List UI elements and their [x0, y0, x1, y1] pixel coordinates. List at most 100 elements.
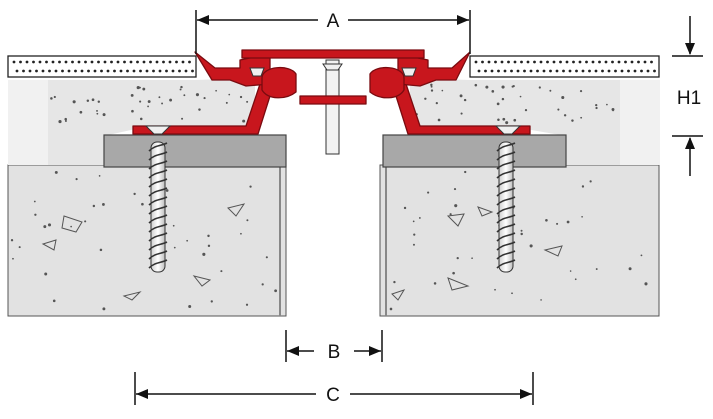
expansion-joint-profile [132, 49, 531, 135]
finish-perforation [594, 69, 598, 73]
concrete-speckle [173, 246, 176, 249]
screw-thread [496, 223, 516, 233]
concrete-speckle [161, 102, 164, 105]
concrete-speckle [47, 223, 52, 227]
concrete-speckle [471, 257, 473, 260]
finish-perforation [61, 69, 64, 73]
finish-perforation [510, 69, 513, 73]
finish-perforation [132, 69, 136, 73]
center-pin [325, 59, 340, 155]
concrete-speckle [249, 185, 252, 188]
concrete-speckle [494, 288, 496, 291]
finish-perforation [572, 60, 575, 64]
finish-perforation [539, 60, 543, 64]
concrete-speckle [97, 100, 101, 103]
concrete-speckle [424, 97, 427, 100]
concrete-speckle [566, 220, 570, 224]
concrete-speckle [240, 232, 242, 235]
finish-perforation [604, 60, 608, 64]
concrete-speckle [147, 105, 149, 108]
finish-perforation [155, 60, 159, 64]
finish-perforation [12, 60, 16, 64]
concrete-speckle [142, 87, 146, 91]
finish-perforation [646, 69, 650, 73]
dimension-label-a: A [327, 11, 340, 32]
finish-perforation [542, 69, 546, 73]
concrete-speckle [519, 95, 522, 98]
finish-perforation [93, 69, 97, 73]
finish-perforation [477, 69, 481, 73]
finish-perforation [77, 60, 81, 64]
dimension-label-h1: H1 [677, 88, 701, 109]
profile-screw-heads [144, 63, 522, 135]
finish-perforation [575, 69, 578, 73]
finish-perforation [28, 69, 32, 73]
concrete-speckle [242, 119, 246, 123]
finish-perforation [614, 69, 617, 73]
right-anchor-screw [496, 141, 516, 273]
screw-thread [148, 178, 168, 188]
concrete-speckle [64, 120, 67, 123]
finish-perforation [41, 69, 45, 73]
concrete-speckle [34, 213, 37, 216]
concrete-speckle [449, 213, 452, 216]
concrete-speckle [58, 119, 62, 124]
finish-perforation [100, 69, 103, 73]
screw-thread [496, 232, 516, 242]
finish-perforation [90, 60, 94, 64]
finish-perforation [637, 60, 640, 64]
finish-perforation [162, 60, 165, 64]
finish-perforation [152, 69, 155, 73]
concrete-speckle [538, 86, 541, 89]
left-base-plate [103, 134, 287, 168]
right-concrete-slab [379, 164, 660, 317]
concrete-speckle [165, 189, 169, 192]
finish-perforation [184, 69, 188, 73]
concrete-speckle [133, 192, 136, 196]
screw-thread [148, 259, 168, 269]
finish-perforation [71, 60, 74, 64]
finish-perforation [620, 69, 624, 73]
finish-perforation [650, 60, 653, 64]
finish-perforation [523, 69, 526, 73]
finish-perforation [84, 60, 87, 64]
concrete-speckle [180, 85, 183, 89]
concrete-speckle [246, 219, 249, 222]
finish-perforation [188, 60, 191, 64]
finish-perforation [552, 60, 556, 64]
concrete-speckle [92, 204, 96, 208]
concrete-speckle [412, 220, 415, 223]
concrete-speckle [459, 94, 463, 98]
finish-perforation [171, 69, 175, 73]
concrete-speckle [86, 99, 90, 103]
concrete-speckle [520, 229, 523, 232]
finish-perforation [106, 69, 110, 73]
concrete-speckle [454, 204, 458, 208]
concrete-speckle [158, 96, 161, 99]
concrete-speckle [505, 121, 509, 125]
concrete-speckle [195, 93, 200, 97]
concrete-speckle [463, 98, 467, 102]
finish-perforation [175, 60, 178, 64]
concrete-speckle [403, 206, 407, 210]
concrete-speckle [474, 83, 478, 87]
screw-thread [148, 232, 168, 242]
concrete-speckle [52, 299, 56, 303]
concrete-speckle [198, 108, 201, 111]
finish-perforation [110, 60, 113, 64]
finish-perforation [653, 69, 656, 73]
finish-perforation [497, 69, 500, 73]
concrete-speckle [520, 232, 523, 236]
concrete-speckle [188, 305, 192, 309]
finish-perforation [142, 60, 146, 64]
concrete-speckle [589, 180, 592, 183]
finish-perforation [54, 69, 58, 73]
concrete-speckle [556, 222, 559, 225]
screw-thread [148, 169, 168, 179]
finish-perforation [503, 69, 507, 73]
screw-thread [496, 169, 516, 179]
concrete-speckle [50, 97, 53, 100]
finish-perforation [588, 69, 591, 73]
dimension-label-b: B [328, 342, 341, 363]
concrete-speckle [456, 256, 459, 260]
